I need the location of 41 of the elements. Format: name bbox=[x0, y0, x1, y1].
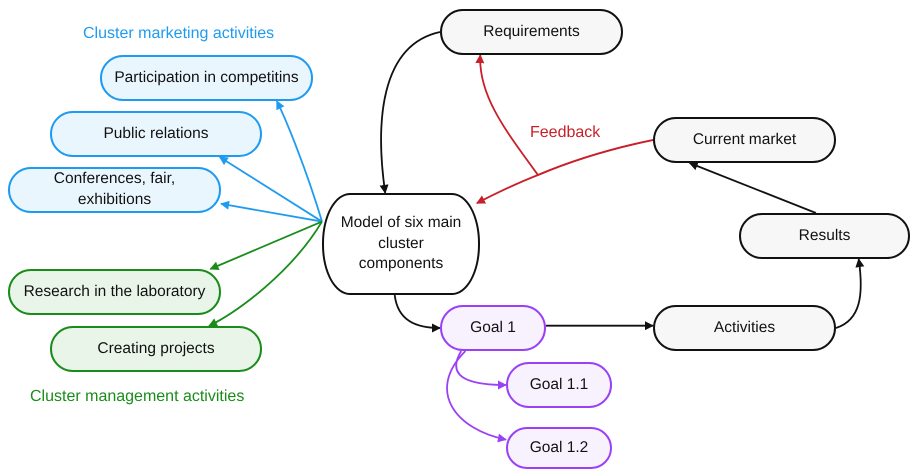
activity-box bbox=[8, 269, 221, 315]
arrow bbox=[446, 350, 507, 442]
node-label: Activities bbox=[714, 318, 776, 338]
goal-box bbox=[506, 362, 612, 408]
group-heading: Cluster marketing activities bbox=[83, 25, 274, 43]
arrow bbox=[208, 221, 323, 327]
process-box bbox=[653, 305, 836, 351]
node-label: Research in the laboratory bbox=[24, 282, 206, 302]
group-heading: Cluster management activities bbox=[30, 388, 244, 406]
node-label: Creating projects bbox=[97, 338, 215, 359]
arrow bbox=[836, 258, 864, 329]
node-label: Results bbox=[798, 226, 850, 246]
arrow bbox=[218, 156, 322, 222]
goal-box bbox=[506, 427, 612, 469]
node-label: Goal 1.1 bbox=[530, 374, 588, 395]
arrow bbox=[688, 162, 816, 214]
node-label: Current market bbox=[692, 130, 796, 150]
node-label: Conferences, fair, exhibitions bbox=[52, 169, 176, 210]
arrow bbox=[546, 321, 654, 330]
arrow bbox=[455, 350, 507, 390]
process-box bbox=[653, 117, 836, 163]
activity-box bbox=[50, 326, 262, 372]
arrow bbox=[220, 200, 322, 222]
node-label: Model of six main cluster components bbox=[340, 212, 462, 274]
activity-box bbox=[100, 55, 313, 101]
node-label: Goal 1 bbox=[470, 318, 516, 338]
arrow bbox=[476, 54, 654, 176]
arrow bbox=[380, 31, 440, 194]
node-label: Requirements bbox=[483, 22, 580, 42]
model-box bbox=[322, 193, 480, 295]
node-label: Goal 1.2 bbox=[530, 438, 588, 458]
activity-box bbox=[8, 167, 221, 213]
process-box bbox=[739, 213, 910, 259]
arrow bbox=[276, 100, 323, 222]
goal-box bbox=[440, 305, 546, 351]
arrow bbox=[394, 294, 441, 332]
process-box bbox=[440, 9, 623, 55]
arrow bbox=[210, 220, 322, 270]
node-label: Public relations bbox=[103, 124, 209, 144]
node-label: Participation in competitins bbox=[114, 68, 299, 88]
activity-box bbox=[50, 111, 262, 157]
